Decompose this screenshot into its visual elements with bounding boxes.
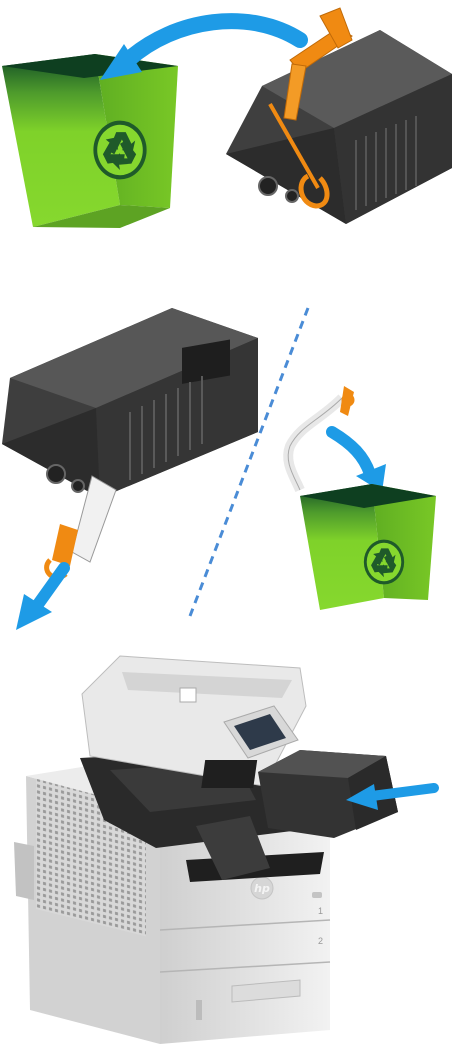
tray-1-label: 1 bbox=[318, 906, 323, 916]
svg-text:hp: hp bbox=[254, 882, 270, 895]
status-light bbox=[312, 892, 322, 898]
curved-arrow-icon bbox=[100, 21, 300, 80]
tray-2-label: 2 bbox=[318, 936, 323, 946]
step-3-panel: hp 1 2 bbox=[14, 656, 434, 1044]
recycle-icon bbox=[93, 121, 146, 180]
step-1-panel bbox=[2, 0, 452, 228]
step-2-panel bbox=[2, 308, 436, 630]
recycle-icon bbox=[364, 540, 404, 585]
pull-direction-arrow-icon bbox=[16, 568, 64, 630]
recycle-bin bbox=[300, 484, 436, 610]
printer: hp 1 2 bbox=[14, 656, 330, 1044]
curved-arrow-to-bin-icon bbox=[332, 432, 386, 492]
hp-logo: hp bbox=[251, 877, 273, 899]
recycle-bin bbox=[2, 54, 178, 228]
